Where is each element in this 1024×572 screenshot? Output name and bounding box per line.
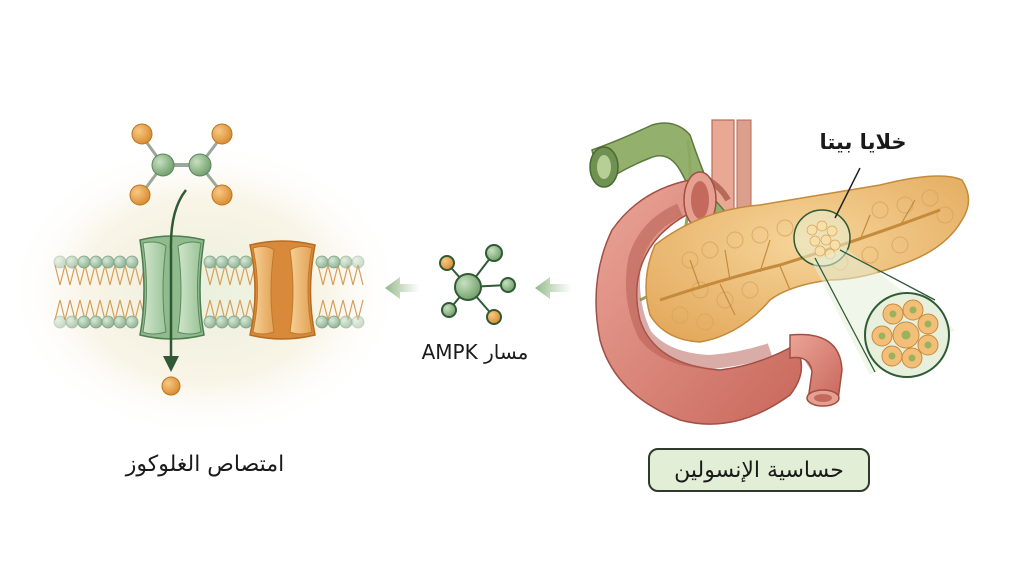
glucose-molecule-icon: [129, 123, 233, 206]
cell-membrane: [53, 255, 365, 329]
arrow-left-incoming-icon: [535, 277, 572, 299]
glucose-uptake-illustration: [5, 123, 405, 440]
ampk-pathway-illustration: [385, 244, 572, 325]
duodenum: [595, 171, 843, 425]
magnified-islet-icon: [864, 292, 950, 378]
background-glow: [5, 140, 405, 440]
glucose-particle-icon: [161, 376, 181, 396]
uptake-arrow-icon: [163, 189, 187, 372]
orange-transporter-channel: [249, 240, 316, 340]
arrow-left-outgoing-icon: [385, 277, 420, 299]
callout-leader-line: [834, 167, 861, 219]
ampk-pathway-caption: مسار AMPK: [421, 340, 529, 364]
beta-cells-label: خلايا بيتا: [819, 130, 907, 154]
insulin-sensitivity-caption: حساسية الإنسولين: [674, 457, 844, 483]
insulin-sensitivity-badge: حساسية الإنسولين: [648, 448, 870, 492]
ampk-molecule-icon: [439, 244, 516, 325]
pancreas-illustration: [589, 119, 970, 425]
glucose-uptake-caption: امتصاص الغلوكوز: [125, 452, 285, 477]
